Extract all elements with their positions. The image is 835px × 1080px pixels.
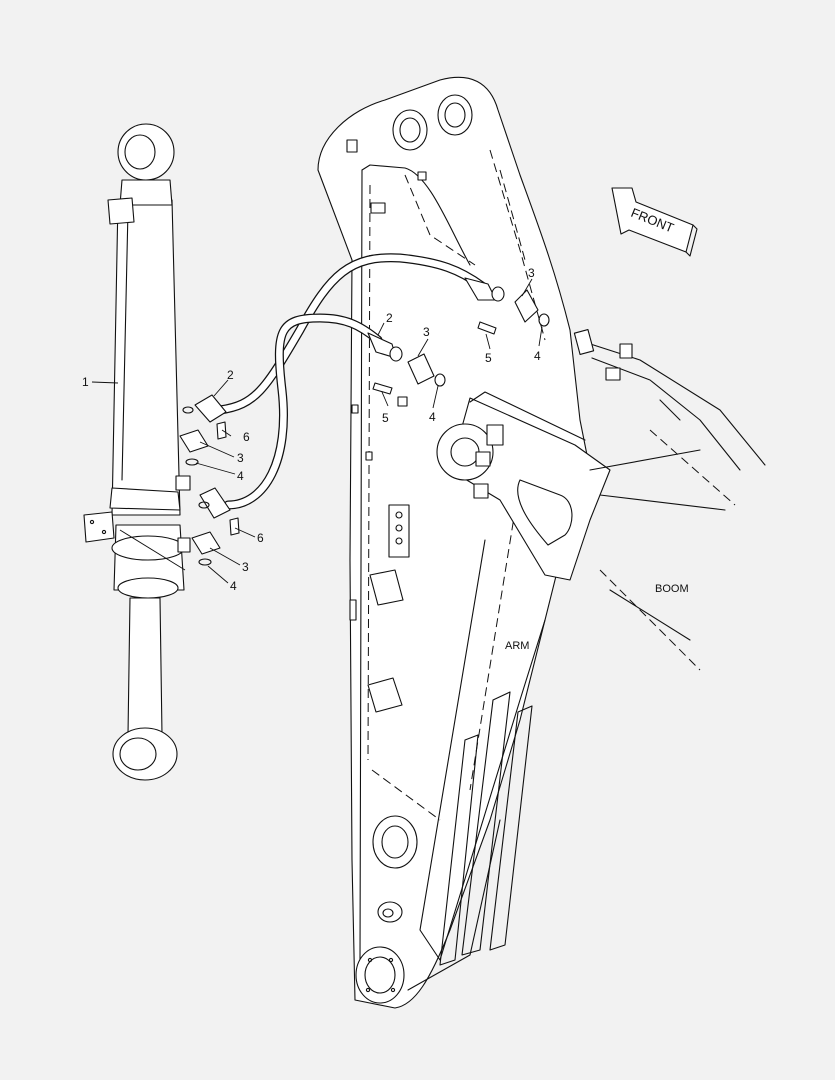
callout-5: 5 bbox=[382, 411, 389, 425]
callout-4: 4 bbox=[429, 410, 436, 424]
callout-3: 3 bbox=[237, 451, 244, 465]
callout-3: 3 bbox=[528, 266, 535, 280]
hose-lower bbox=[223, 313, 383, 510]
hose-upper bbox=[215, 253, 487, 415]
callout-4: 4 bbox=[230, 579, 237, 593]
callout-6: 6 bbox=[257, 531, 264, 545]
front-direction-arrow: FRONT bbox=[611, 187, 698, 257]
boom-structure bbox=[436, 329, 766, 671]
hose-fittings bbox=[194, 277, 505, 519]
callout-4: 4 bbox=[534, 349, 541, 363]
callout-3: 3 bbox=[242, 560, 249, 574]
callout-4: 4 bbox=[237, 469, 244, 483]
callout-1: 1 bbox=[82, 375, 89, 389]
callout-leaders bbox=[91, 278, 543, 584]
callout-numbers: 1 2 6 3 4 2 3 4 5 3 4 5 6 3 4 bbox=[82, 266, 541, 593]
arm-cylinder bbox=[83, 123, 191, 781]
callout-5: 5 bbox=[485, 351, 492, 365]
arm-label: ARM bbox=[505, 640, 529, 652]
callout-2: 2 bbox=[386, 311, 393, 325]
callout-3: 3 bbox=[423, 325, 430, 339]
callout-2: 2 bbox=[227, 368, 234, 382]
boom-label: BOOM bbox=[655, 583, 689, 595]
callout-6: 6 bbox=[243, 430, 250, 444]
